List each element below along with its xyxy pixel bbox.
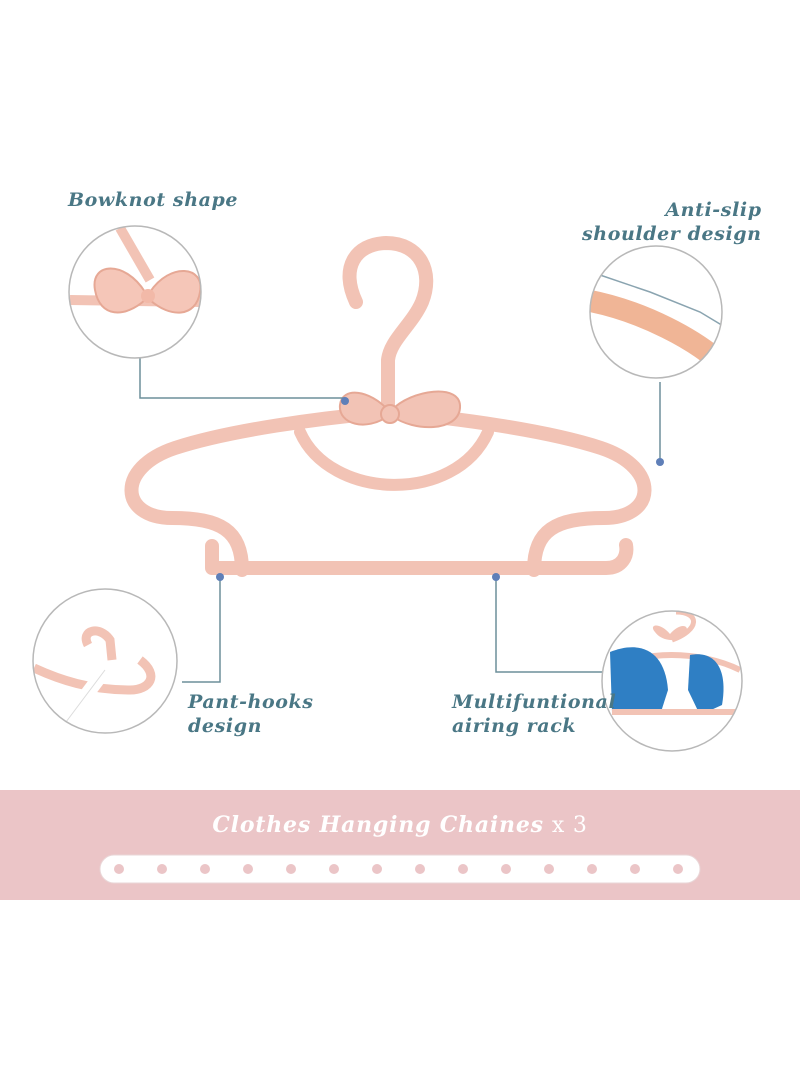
- callout-airing-line1: Multifuntional: [452, 691, 617, 713]
- callout-pant-hooks: Pant-hooks design: [188, 690, 314, 738]
- anti-slip-closeup: [589, 245, 723, 379]
- leader-lines: [139, 358, 661, 683]
- callout-anti-slip-line2: shoulder design: [582, 223, 762, 245]
- chain-quantity: x 3: [551, 813, 588, 838]
- airing-rack-closeup: [601, 610, 743, 752]
- chain-band-title: Clothes Hanging Chaines x 3: [0, 812, 800, 838]
- chain-holes: [114, 864, 683, 874]
- callout-anti-slip-line1: Anti-slip: [665, 199, 762, 221]
- callout-anti-slip: Anti-slip shoulder design: [582, 198, 762, 246]
- callout-pant-hooks-line1: Pant-hooks: [188, 691, 314, 713]
- leader-dots: [216, 397, 664, 581]
- bow-center: [338, 390, 462, 429]
- callout-airing-rack: Multifuntional airing rack: [452, 690, 616, 738]
- pant-hook-closeup: [32, 588, 178, 734]
- hanger: [124, 236, 652, 577]
- callout-bowknot-text: Bowknot shape: [68, 189, 239, 211]
- callout-airing-line2: airing rack: [452, 715, 577, 737]
- callout-bowknot: Bowknot shape: [68, 188, 238, 212]
- chain-title-text: Clothes Hanging Chaines: [212, 812, 544, 838]
- bowknot-closeup: [68, 225, 202, 359]
- callout-pant-hooks-line2: design: [188, 715, 262, 737]
